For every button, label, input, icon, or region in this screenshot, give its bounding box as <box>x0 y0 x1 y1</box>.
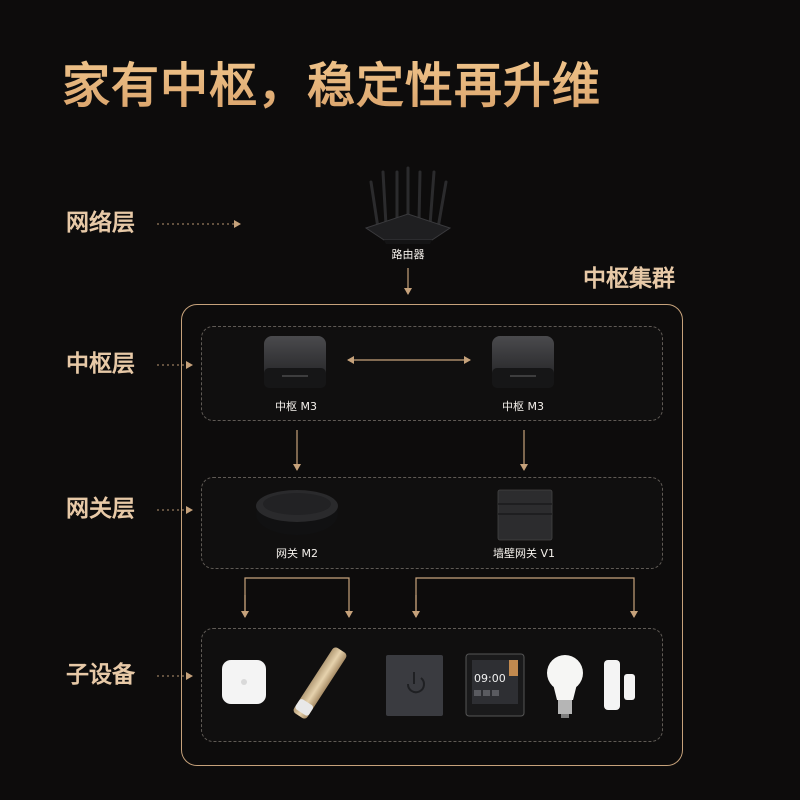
wall-switch-icon <box>386 655 443 716</box>
layer-pointers <box>157 220 241 680</box>
gateway-m2-branch <box>244 577 353 618</box>
page-title: 家有中枢，稳定性再升维 <box>62 58 602 114</box>
wall-gateway-branch <box>415 577 638 618</box>
hub-m3-right-icon <box>492 336 554 388</box>
wall-gateway-label: 墙壁网关 V1 <box>492 547 556 560</box>
gateway-layer-box <box>201 477 663 569</box>
hub-layer-box <box>201 326 663 421</box>
subdevice-layer-box <box>201 628 663 742</box>
light-bulb-icon <box>547 655 583 718</box>
smart-panel-icon <box>465 653 525 717</box>
hub-right-label: 中枢 M3 <box>502 400 544 413</box>
wall-gateway-v1-icon <box>497 489 553 541</box>
router-icon <box>364 166 452 244</box>
curtain-motor-icon <box>293 647 347 719</box>
layer-label-subdevice: 子设备 <box>66 662 135 688</box>
layer-label-gateway: 网关层 <box>66 496 135 522</box>
door-sensor-icon <box>604 660 635 710</box>
cluster-label: 中枢集群 <box>583 266 675 292</box>
panel-time: 09:00 <box>474 672 506 685</box>
layer-label-hub: 中枢层 <box>66 351 135 377</box>
hub-m3-left-icon <box>264 336 326 388</box>
gateway-m2-label: 网关 M2 <box>276 547 318 560</box>
hub-cluster-frame <box>181 304 683 766</box>
button-switch-icon <box>222 660 266 704</box>
layer-label-network: 网络层 <box>66 210 135 236</box>
hub-left-label: 中枢 M3 <box>275 400 317 413</box>
gateway-m2-icon <box>256 490 338 535</box>
router-label: 路由器 <box>391 248 425 261</box>
